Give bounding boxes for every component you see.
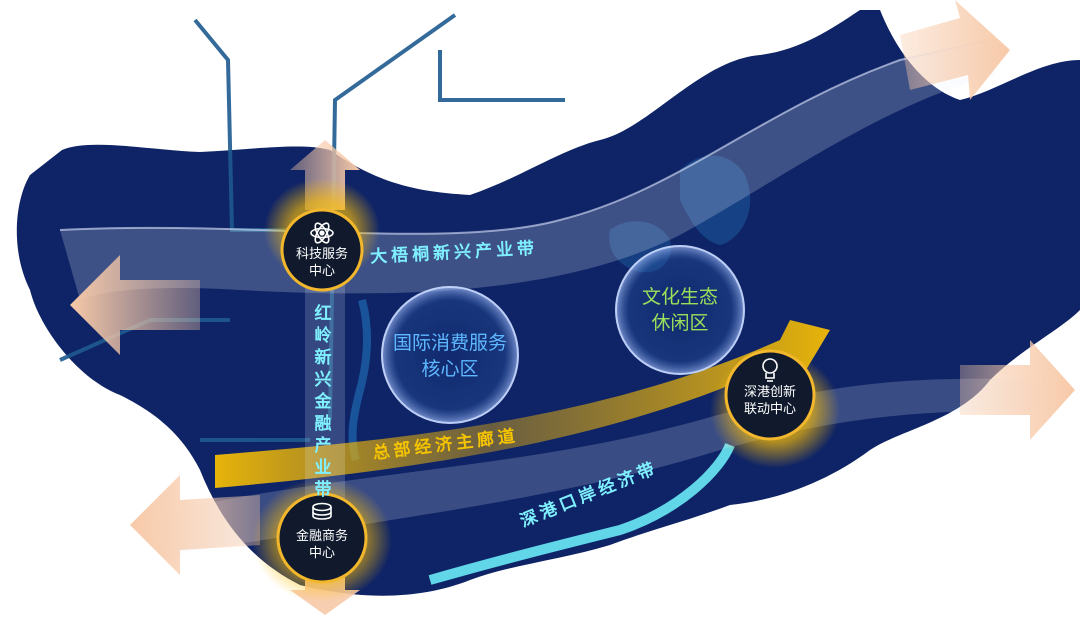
finance-node-line2: 中心 — [308, 546, 335, 561]
innovation-node-line2: 联动中心 — [743, 402, 796, 417]
finance-node-label: 金融商务 中心 — [287, 528, 357, 562]
arrow-northeast — [900, 0, 1010, 100]
corridor-band — [215, 320, 830, 488]
finance-node-circle — [276, 492, 368, 584]
coastline — [428, 442, 735, 585]
innovation-node-line1: 深港创新 — [743, 385, 796, 400]
coin-stack-icon — [312, 502, 332, 520]
river-shape — [348, 298, 372, 462]
consumption-zone-line1: 国际消费服务 — [392, 332, 507, 354]
culture-zone-label: 文化生态 休闲区 — [620, 284, 740, 336]
arrow-east — [960, 340, 1075, 440]
consumption-zone-line2: 核心区 — [421, 358, 479, 380]
hongling-band-label: 红岭新兴金融产业带 — [314, 304, 332, 500]
arrow-west-upper — [70, 255, 200, 355]
bay-shape — [680, 155, 751, 245]
innovation-node-label: 深港创新 联动中心 — [735, 384, 805, 418]
consumption-zone-label: 国际消费服务 核心区 — [385, 330, 515, 382]
innovation-node-circle — [724, 349, 816, 441]
culture-zone-line1: 文化生态 — [641, 286, 718, 308]
atom-icon — [310, 222, 334, 244]
finance-node-line1: 金融商务 — [295, 529, 348, 544]
culture-zone-line2: 休闲区 — [651, 312, 709, 334]
consumption-zone-circle — [381, 286, 519, 424]
tech-node-label: 科技服务 中心 — [287, 246, 357, 280]
lightbulb-icon — [762, 358, 778, 382]
dawutong-band-edge — [59, 39, 991, 235]
tech-node-circle — [280, 208, 364, 292]
tech-node-line2: 中心 — [308, 264, 335, 279]
culture-zone-circle — [615, 245, 745, 375]
tech-node-line1: 科技服务 — [295, 247, 348, 262]
arrow-west-lower — [130, 475, 260, 575]
